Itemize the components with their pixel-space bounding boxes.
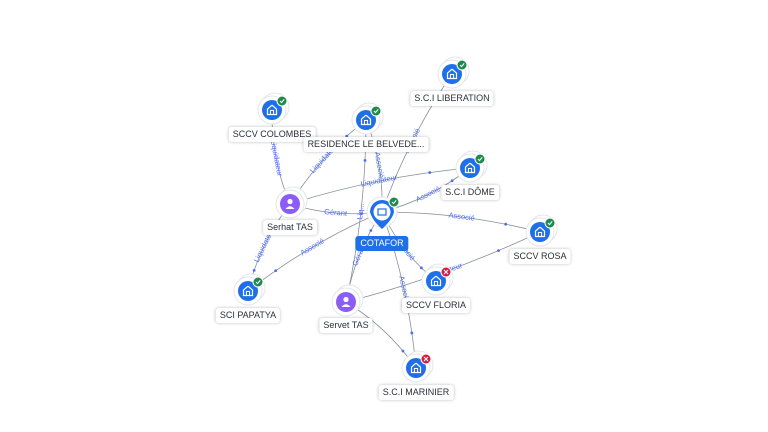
- active-status-icon: [475, 154, 485, 164]
- node-label: Servet TAS: [319, 318, 373, 333]
- edge-label: Associé: [414, 184, 442, 204]
- edge-arrow: [450, 179, 454, 183]
- relation-edge: [381, 211, 417, 369]
- edge-arrow: [345, 134, 349, 138]
- active-status-icon: [457, 60, 467, 70]
- company-node[interactable]: [437, 56, 470, 89]
- company-node[interactable]: [525, 214, 558, 247]
- person-node[interactable]: [331, 284, 364, 317]
- node-label: Serhat TAS: [263, 220, 317, 235]
- person-node[interactable]: [275, 186, 308, 219]
- edge-arrow: [363, 159, 367, 162]
- edge-label: Liquidateur: [269, 139, 285, 178]
- company-node[interactable]: [233, 273, 266, 306]
- active-status-icon: [253, 277, 263, 287]
- node-label: S.C.I LIBERATION: [410, 91, 494, 106]
- company-node[interactable]: [401, 350, 434, 383]
- relation-edge: [289, 167, 471, 205]
- edge-arrow: [504, 222, 508, 226]
- active-status-icon: [277, 96, 287, 106]
- company-node[interactable]: [351, 102, 384, 135]
- company-node[interactable]: [257, 92, 290, 125]
- node-label: RESIDENCE LE BELVEDE...: [303, 137, 429, 152]
- active-status-icon: [371, 106, 381, 116]
- edge-arrow: [274, 269, 278, 273]
- edge-arrow: [252, 268, 256, 272]
- node-label: SCCV ROSA: [509, 249, 571, 264]
- edge-label: Associé: [448, 210, 475, 222]
- edge-label: Associé: [373, 151, 386, 178]
- node-label: SCCV COLOMBES: [228, 127, 316, 142]
- edge-label: Liq...: [355, 203, 366, 220]
- edge-label: Associé: [299, 236, 326, 257]
- active-status-icon: [389, 197, 399, 207]
- edge-arrow: [410, 331, 414, 335]
- center-company-label: COTAFOR: [355, 236, 409, 251]
- active-status-icon: [545, 218, 555, 228]
- edge-arrow: [428, 171, 432, 174]
- edge-arrow: [497, 249, 500, 253]
- edge-arrow: [401, 349, 405, 353]
- center-company-node[interactable]: [366, 196, 400, 230]
- edge-arrow: [369, 229, 373, 232]
- relation-edge: [381, 211, 541, 233]
- edge-label: Gérant: [324, 207, 349, 218]
- company-node[interactable]: [421, 263, 454, 296]
- node-label: SCCV FLORIA: [401, 298, 471, 313]
- company-node[interactable]: [455, 150, 488, 183]
- edge-arrow: [420, 266, 423, 270]
- node-label: S.C.I DÔME: [441, 185, 499, 200]
- node-label: SCI PAPATYA: [215, 308, 281, 323]
- node-label: S.C.I MARINIER: [378, 385, 454, 400]
